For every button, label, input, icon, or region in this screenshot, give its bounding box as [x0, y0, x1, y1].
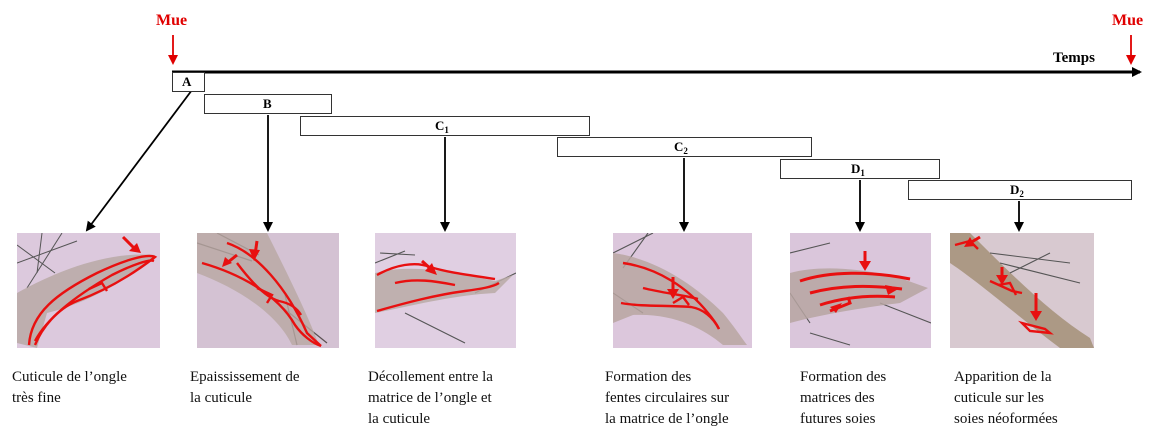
caption-stage-b: Epaississement de la cuticule [190, 367, 350, 409]
micrograph-stage-d1 [790, 233, 931, 348]
stage-label-c2: C2 [674, 140, 688, 158]
stage-label-b: B [263, 97, 272, 111]
micrograph-stage-c1 [375, 233, 516, 348]
caption-stage-c2: Formation des fentes circulaires sur la … [605, 367, 765, 430]
connector-arrow-a [87, 90, 192, 230]
stage-label-d1: D1 [851, 162, 865, 180]
mue-end-label: Mue [1112, 12, 1143, 30]
caption-stage-c1: Décollement entre la matrice de l’ongle … [368, 367, 543, 430]
stage-label-a: A [182, 75, 191, 89]
time-axis-label: Temps [1053, 50, 1095, 67]
micrograph-stage-c2 [613, 233, 752, 348]
micrograph-stage-d2 [950, 233, 1094, 348]
stage-label-d2: D2 [1010, 183, 1024, 201]
micrograph-stage-b [197, 233, 339, 348]
caption-stage-d1: Formation des matrices des futures soies [800, 367, 914, 430]
caption-stage-d2: Apparition de la cuticule sur les soies … [954, 367, 1092, 430]
mue-start-label: Mue [156, 12, 187, 30]
caption-stage-a: Cuticule de l’ongle très fine [12, 367, 172, 409]
micrograph-stage-a [17, 233, 160, 348]
stage-label-c1: C1 [435, 119, 449, 137]
